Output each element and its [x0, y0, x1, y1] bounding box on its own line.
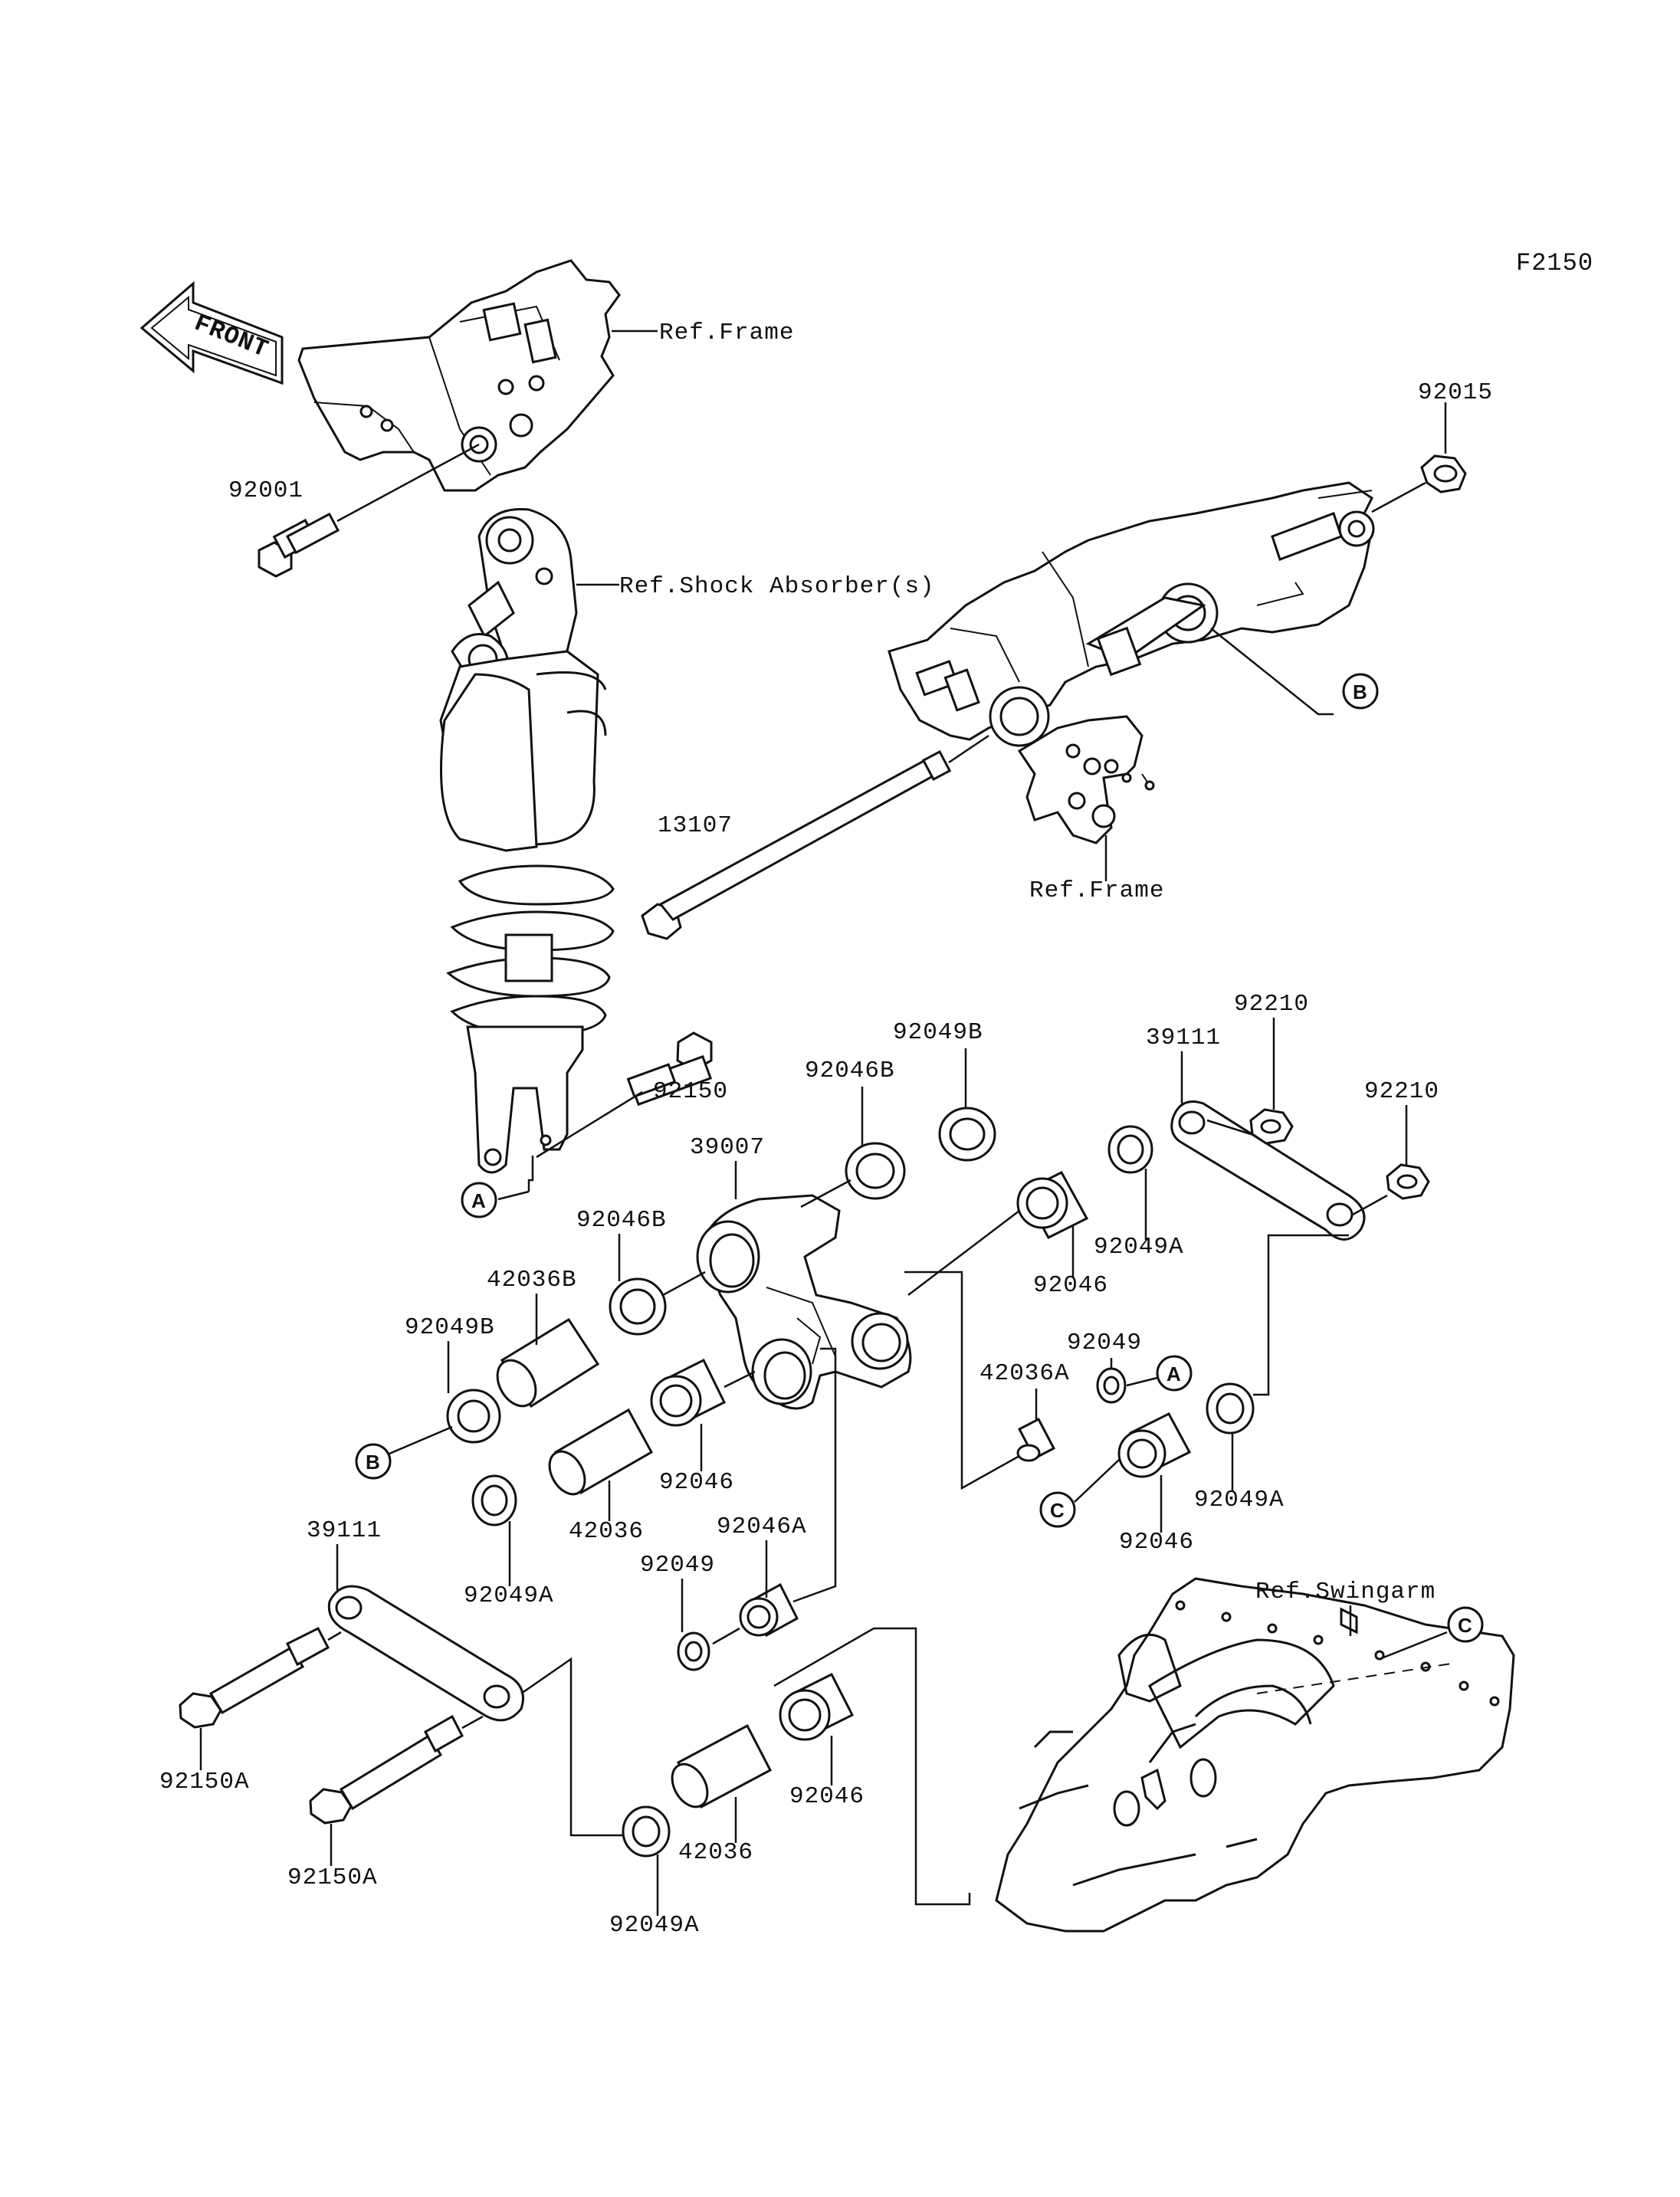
link-39111-right	[1170, 1100, 1366, 1241]
link-39111-left	[327, 1585, 524, 1722]
figure-code: F2150	[1516, 249, 1593, 277]
part-39111-left-label: 39111	[307, 1517, 382, 1544]
callout-c-link: C	[1050, 1499, 1065, 1522]
seal-92049A-right-top	[1107, 1125, 1153, 1174]
part-92210-b-label: 92210	[1364, 1078, 1439, 1105]
nut-92210-b	[1386, 1163, 1430, 1200]
part-92046-mid-label: 92046	[659, 1469, 734, 1496]
rocker-arm-39007	[696, 1194, 912, 1410]
seal-92049A-right-bot	[1206, 1382, 1255, 1435]
part-92049-right-label: 92049	[1067, 1330, 1142, 1356]
part-92210-a-label: 92210	[1234, 991, 1309, 1018]
part-42036B-label: 42036B	[487, 1267, 577, 1294]
part-92049A-bot-label: 92049A	[609, 1912, 700, 1939]
bolt-92150	[626, 1031, 713, 1107]
part-92015-label: 92015	[1418, 379, 1493, 406]
washer-92049-mid	[677, 1631, 710, 1671]
part-42036-mid-label: 42036	[569, 1518, 644, 1545]
nut-92210-a	[1249, 1108, 1294, 1145]
part-92150A-a-label: 92150A	[159, 1769, 250, 1795]
collar-42036B	[496, 1317, 600, 1408]
bolt-92001	[258, 512, 340, 578]
shaft-13107	[641, 749, 952, 940]
seal-92049B-left	[446, 1389, 501, 1444]
part-92046B-top-label: 92046B	[805, 1058, 895, 1084]
bolt-92150A-b	[309, 1714, 464, 1825]
bearing-92046-right	[1016, 1171, 1089, 1239]
part-39111-right-label: 39111	[1146, 1025, 1221, 1051]
bearing-92046B-top	[845, 1142, 906, 1200]
part-92049B-top-label: 92049B	[893, 1019, 983, 1046]
callout-b-link: B	[366, 1451, 381, 1474]
swingarm	[995, 1577, 1515, 1933]
frame-right-assembly	[888, 481, 1375, 844]
callout-a-shock: A	[471, 1189, 487, 1212]
seal-92049A-mid	[471, 1474, 517, 1526]
part-92046B-left-label: 92046B	[576, 1207, 667, 1234]
bearing-92046B-left	[609, 1277, 667, 1336]
callout-b-frame: B	[1353, 680, 1368, 703]
nut-92015	[1420, 454, 1467, 494]
seal-92049A-bot	[622, 1805, 671, 1858]
part-92046-right-bot-label: 92046	[1119, 1529, 1194, 1556]
bearing-92046A	[739, 1582, 799, 1638]
bearing-92046-right-bot	[1117, 1412, 1192, 1478]
part-92046A-label: 92046A	[717, 1513, 807, 1540]
collar-42036-bot	[671, 1723, 773, 1809]
collar-42036-mid	[548, 1408, 654, 1496]
part-92049A-mid-label: 92049A	[464, 1582, 554, 1609]
part-92049A-right-top-label: 92049A	[1094, 1234, 1184, 1261]
part-92046-right-label: 92046	[1033, 1272, 1108, 1299]
collar-42036A	[1016, 1417, 1056, 1462]
part-92049A-right-bot-label: 92049A	[1194, 1487, 1285, 1513]
part-92046-bot-label: 92046	[789, 1783, 865, 1810]
bearing-92046-mid	[650, 1358, 727, 1427]
bolt-92150A-a	[179, 1626, 330, 1729]
part-92150A-b-label: 92150A	[287, 1864, 378, 1891]
part-92150-label: 92150	[653, 1078, 728, 1105]
shock-absorber	[439, 507, 615, 1174]
ref-swingarm-label: Ref.Swingarm	[1255, 1579, 1436, 1605]
ref-frame-top-label: Ref.Frame	[659, 320, 794, 346]
washer-92049-right	[1096, 1367, 1127, 1404]
front-arrow-icon: FRONT	[139, 280, 284, 385]
part-13107-label: 13107	[658, 812, 733, 839]
ref-shock-label: Ref.Shock Absorber(s)	[619, 573, 935, 600]
part-92049-mid-label: 92049	[640, 1552, 715, 1579]
part-39007-label: 39007	[690, 1134, 765, 1161]
part-42036A-label: 42036A	[979, 1360, 1070, 1387]
part-92001-label: 92001	[228, 477, 304, 504]
ref-frame-right-label: Ref.Frame	[1029, 877, 1164, 904]
callout-c-swingarm: C	[1458, 1614, 1473, 1637]
seal-92049B-top	[938, 1107, 996, 1162]
part-42036-bot-label: 42036	[678, 1839, 753, 1866]
frame-top-bracket	[297, 259, 621, 492]
callout-a-link: A	[1166, 1362, 1182, 1385]
part-92049B-left-label: 92049B	[405, 1314, 495, 1341]
bearing-92046-bot	[779, 1672, 855, 1741]
